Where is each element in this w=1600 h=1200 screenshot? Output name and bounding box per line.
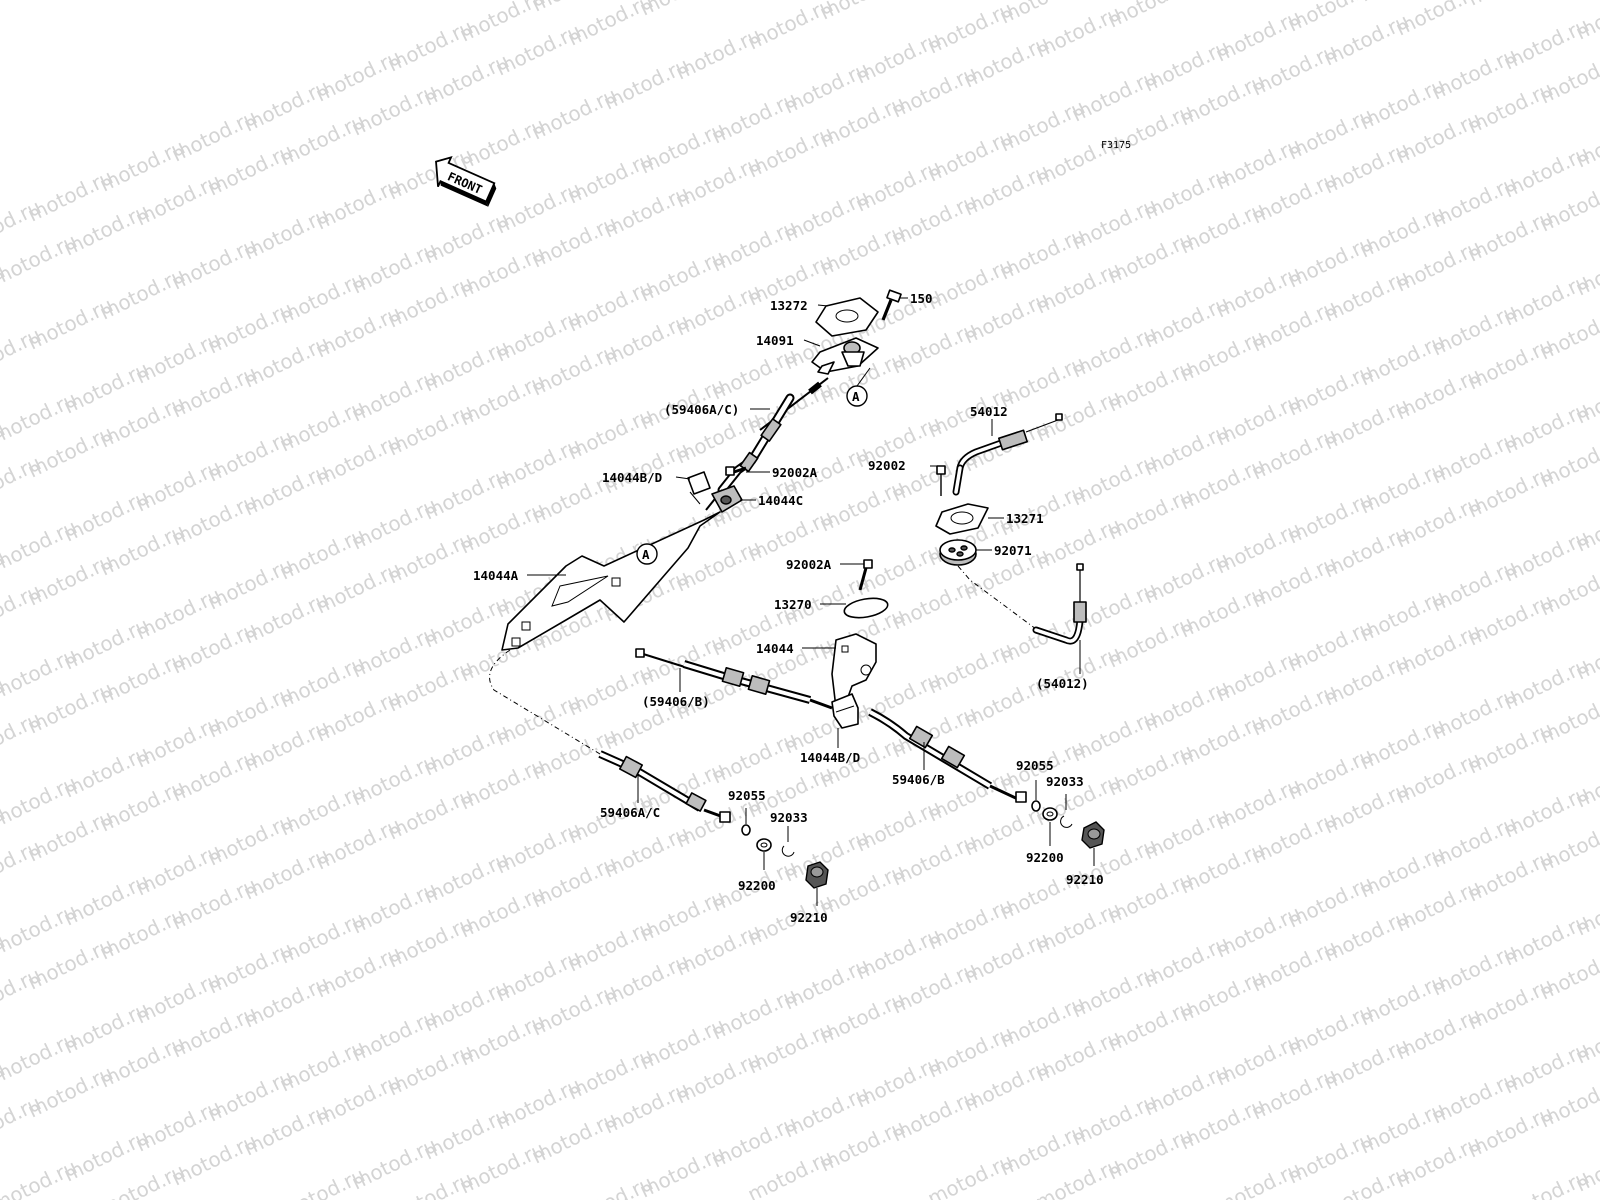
routing-line-right (957, 565, 1041, 633)
part-92200-right-washer (1042, 807, 1058, 821)
part-13270-gasket (843, 597, 889, 619)
part-14044c-clamp (711, 485, 743, 513)
svg-text:A: A (642, 547, 650, 562)
figure-code: F3175 (1101, 140, 1131, 151)
part-92002a-top-bolt (725, 466, 747, 476)
label-59406b-paren: (59406/B) (642, 694, 710, 709)
part-92033-left-clip (781, 845, 795, 857)
label-59406ac: 59406A/C (600, 805, 660, 820)
label-14044c: 14044C (758, 493, 803, 508)
part-54012-cable (952, 413, 1063, 496)
label-13272: 13272 (770, 298, 808, 313)
label-54012: 54012 (970, 404, 1008, 419)
part-92002-bolt (936, 465, 946, 496)
part-14091-holder (811, 337, 879, 375)
label-92002: 92002 (868, 458, 906, 473)
label-13270: 13270 (774, 597, 812, 612)
part-13271-plate (935, 503, 989, 535)
routing-line-left (489, 649, 601, 755)
label-92002a-mid: 92002A (786, 557, 832, 572)
label-92055-left: 92055 (728, 788, 766, 803)
label-92071: 92071 (994, 543, 1032, 558)
label-14044: 14044 (756, 641, 794, 656)
part-14044bd-bottom-clamp (831, 693, 859, 729)
part-150-bolt (881, 289, 902, 321)
label-92033-left: 92033 (770, 810, 808, 825)
part-54012-cable-lower (1032, 563, 1087, 645)
ref-mark-a-left: A (636, 543, 658, 565)
ref-mark-a-top: A (846, 367, 871, 407)
svg-text:A: A (852, 389, 860, 404)
part-92210-left-nut (805, 861, 829, 889)
part-92071-cap (939, 539, 977, 566)
cable-59406ac-upper (705, 377, 829, 511)
label-13271: 13271 (1006, 511, 1044, 526)
label-14044a: 14044A (473, 568, 519, 583)
label-14044bd-bottom: 14044B/D (800, 750, 860, 765)
leader-lines (527, 297, 1095, 906)
part-13272-gasket (815, 297, 879, 337)
part-92210-right-nut (1081, 821, 1105, 849)
cable-59406ac-lower (598, 750, 731, 823)
label-54012-paren: (54012) (1036, 676, 1089, 691)
label-92200-left: 92200 (738, 878, 776, 893)
label-14091: 14091 (756, 333, 794, 348)
part-92055-left-oring (741, 824, 751, 836)
label-92210-right: 92210 (1066, 872, 1104, 887)
label-59406b: 59406/B (892, 772, 945, 787)
label-92055-right: 92055 (1016, 758, 1054, 773)
label-92002a-top: 92002A (772, 465, 818, 480)
label-59406ac-paren: (59406A/C) (664, 402, 739, 417)
label-14044bd-top: 14044B/D (602, 470, 662, 485)
label-92210-left: 92210 (790, 910, 828, 925)
part-14044bd-top-clamp (687, 471, 711, 505)
part-14044a-bracket (501, 511, 721, 651)
part-92200-left-washer (756, 838, 772, 852)
cable-59406b-left (635, 648, 833, 710)
part-92055-right-oring (1031, 800, 1041, 812)
part-14044-bracket (831, 633, 877, 709)
part-92033-right-clip (1060, 815, 1073, 828)
label-92033-right: 92033 (1046, 774, 1084, 789)
front-arrow-icon: FRONT (435, 156, 497, 207)
label-92200-right: 92200 (1026, 850, 1064, 865)
label-150: 150 (910, 291, 933, 306)
cable-59406b-right (868, 708, 1027, 803)
